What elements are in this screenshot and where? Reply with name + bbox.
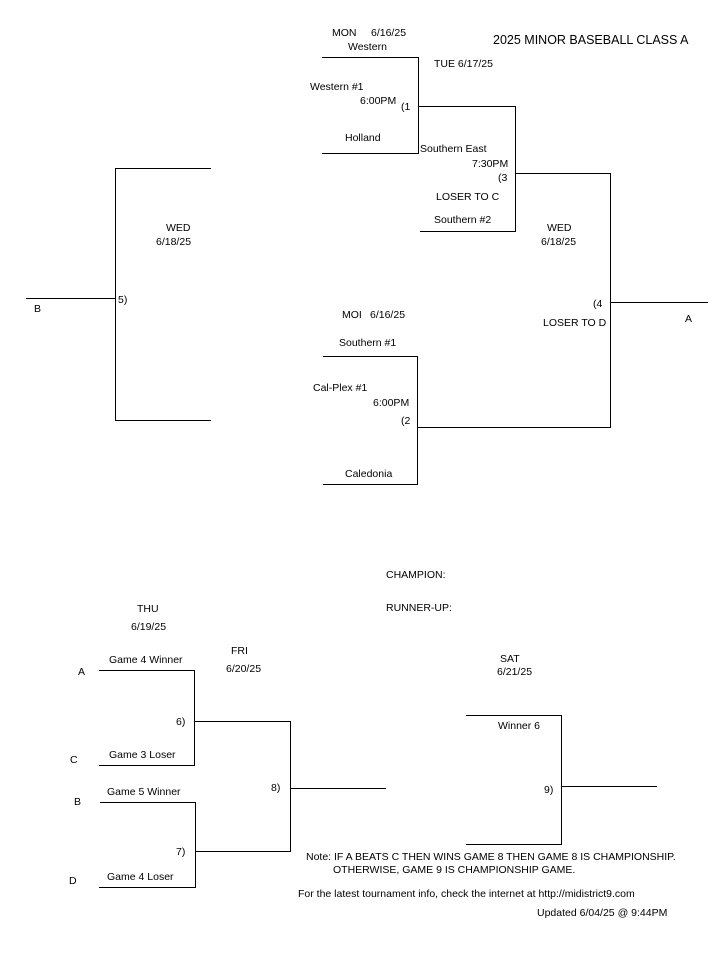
game3-team-bottom: Southern #2 bbox=[434, 214, 492, 226]
game7-number: 7) bbox=[176, 846, 186, 858]
game4-date: 6/18/25 bbox=[541, 236, 577, 248]
game6-top-line bbox=[99, 670, 194, 671]
game2-team-bottom: Caledonia bbox=[345, 468, 393, 480]
game2-location: Southern #1 bbox=[339, 337, 397, 349]
game6-slot-top: A bbox=[78, 666, 86, 678]
game7-bottom-line bbox=[99, 887, 196, 888]
game7-slot-bottom: D bbox=[69, 875, 77, 887]
game3-location: Southern East bbox=[420, 143, 487, 155]
game4-bottom-line bbox=[418, 427, 611, 428]
game9-top-line bbox=[466, 715, 562, 716]
game8-top-line bbox=[194, 721, 290, 722]
game5-winner-slot: B bbox=[34, 303, 42, 315]
game1-location: Western bbox=[348, 41, 387, 53]
game1-number: (1 bbox=[401, 101, 411, 113]
game4-day: WED bbox=[547, 222, 572, 234]
game7-team-bottom: Game 4 Loser bbox=[107, 871, 174, 883]
game8-connector bbox=[290, 721, 291, 852]
game9-number: 9) bbox=[544, 784, 554, 796]
game4-top-line bbox=[515, 173, 611, 174]
game9-connector bbox=[561, 715, 562, 845]
champion-label: CHAMPION: bbox=[386, 569, 446, 581]
game3-bottom-line bbox=[420, 231, 516, 232]
game6-team-bottom: Game 3 Loser bbox=[109, 749, 176, 761]
game1-team-bottom: Holland bbox=[345, 132, 381, 144]
game2-time: 6:00PM bbox=[373, 397, 410, 409]
game9-bottom-line bbox=[466, 844, 562, 845]
game1-bottom-line bbox=[322, 153, 419, 154]
game7-top-line bbox=[100, 802, 195, 803]
updated-timestamp: Updated 6/04/25 @ 9:44PM bbox=[537, 907, 668, 919]
game5-top-line bbox=[115, 168, 211, 169]
game3-top-line bbox=[418, 106, 515, 107]
game7-connector bbox=[195, 802, 196, 888]
game6-team-top: Game 4 Winner bbox=[109, 654, 183, 666]
game7-team-top: Game 5 Winner bbox=[107, 786, 181, 798]
game1-top-line bbox=[322, 57, 419, 58]
game8-number: 8) bbox=[271, 782, 281, 794]
game2-connector bbox=[417, 356, 418, 485]
game4-connector bbox=[610, 173, 611, 428]
runner-up-label: RUNNER-UP: bbox=[386, 602, 452, 614]
game1-time: 6:00PM bbox=[360, 95, 397, 107]
page-title: 2025 MINOR BASEBALL CLASS A bbox=[493, 33, 689, 47]
game1-connector bbox=[418, 57, 419, 154]
fri-day: FRI bbox=[231, 645, 248, 657]
fri-date: 6/20/25 bbox=[226, 663, 262, 675]
game2-day: MOI bbox=[342, 309, 362, 321]
game3-loser-note: LOSER TO C bbox=[436, 191, 500, 203]
game2-date: 6/16/25 bbox=[370, 309, 406, 321]
game5-bottom-line bbox=[115, 420, 211, 421]
game8-winner-line bbox=[290, 788, 386, 789]
game6-connector bbox=[194, 670, 195, 766]
game1-team-top: Western #1 bbox=[310, 81, 364, 93]
thu-date: 6/19/25 bbox=[131, 621, 167, 633]
game5-winner-line bbox=[26, 298, 116, 299]
game9-winner-line bbox=[562, 786, 657, 787]
game7-slot-top: B bbox=[74, 796, 82, 808]
game6-bottom-line bbox=[99, 765, 195, 766]
game4-winner-line bbox=[610, 302, 708, 303]
game5-day: WED bbox=[166, 222, 191, 234]
game3-time: 7:30PM bbox=[472, 158, 509, 170]
sat-day: SAT bbox=[500, 653, 520, 665]
game2-number: (2 bbox=[401, 415, 411, 427]
game9-team-top: Winner 6 bbox=[498, 720, 541, 732]
game2-bottom-line bbox=[323, 484, 418, 485]
thu-day: THU bbox=[137, 603, 159, 615]
game5-date: 6/18/25 bbox=[156, 236, 192, 248]
game1-date: 6/16/25 bbox=[371, 27, 407, 39]
note-line-1: Note: IF A BEATS C THEN WINS GAME 8 THEN… bbox=[306, 851, 676, 863]
game5-connector bbox=[115, 168, 116, 421]
game4-loser-note: LOSER TO D bbox=[543, 317, 607, 329]
game5-number: 5) bbox=[118, 294, 128, 306]
sat-date: 6/21/25 bbox=[497, 666, 533, 678]
game4-number: (4 bbox=[593, 298, 603, 310]
game8-bottom-line bbox=[195, 851, 291, 852]
game2-top-line bbox=[323, 356, 418, 357]
game3-day-date: TUE 6/17/25 bbox=[434, 58, 493, 70]
tournament-info: For the latest tournament info, check th… bbox=[298, 888, 635, 900]
game6-number: 6) bbox=[176, 716, 186, 728]
game6-slot-bottom: C bbox=[70, 754, 78, 766]
game2-team-top: Cal-Plex #1 bbox=[313, 382, 368, 394]
note-line-2: OTHERWISE, GAME 9 IS CHAMPIONSHIP GAME. bbox=[333, 864, 576, 876]
game1-day: MON bbox=[332, 27, 357, 39]
game3-number: (3 bbox=[498, 172, 508, 184]
game4-winner-slot: A bbox=[685, 313, 693, 325]
game3-connector bbox=[515, 106, 516, 232]
